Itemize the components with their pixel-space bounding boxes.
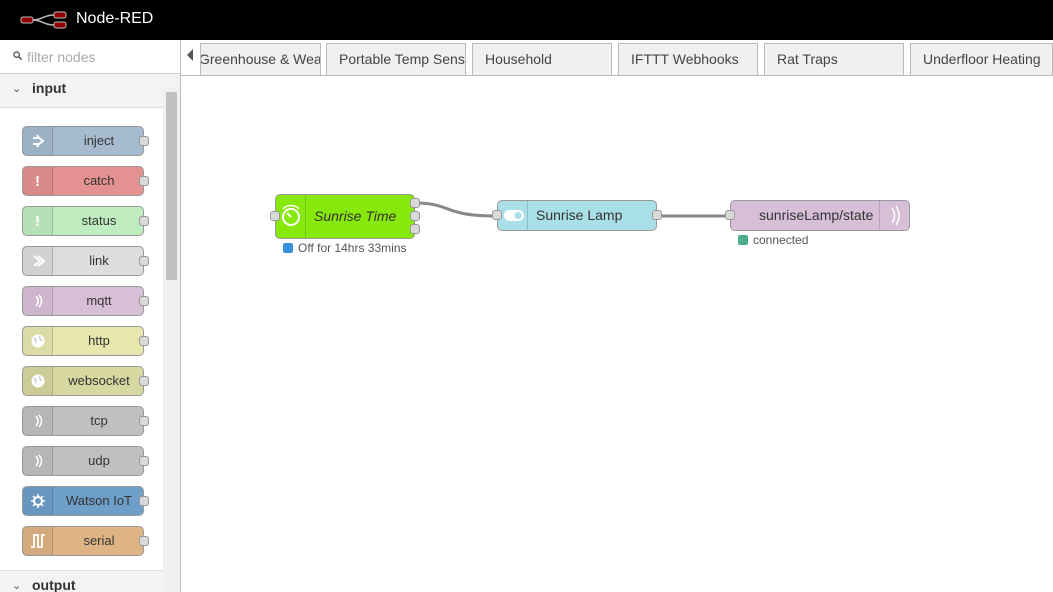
node-status-mqtt: connected bbox=[738, 233, 808, 247]
output-port-1[interactable] bbox=[410, 198, 420, 208]
palette-node-status[interactable]: ! status bbox=[22, 206, 149, 236]
output-port[interactable] bbox=[139, 376, 149, 386]
wire-layer bbox=[414, 201, 730, 218]
chip-icon bbox=[23, 487, 53, 515]
node-status-sunrise-time: Off for 14hrs 33mins bbox=[283, 241, 407, 255]
palette-node-label: udp bbox=[88, 453, 110, 468]
output-port[interactable] bbox=[139, 336, 149, 346]
palette-node-inject[interactable]: inject bbox=[22, 126, 149, 156]
app-title: Node-RED bbox=[76, 10, 154, 27]
output-port[interactable] bbox=[139, 536, 149, 546]
category-input-header[interactable]: ⌄ input bbox=[0, 74, 163, 108]
palette-node-label: inject bbox=[83, 133, 115, 148]
exclamation-icon: ! bbox=[23, 167, 53, 195]
flow-node-label: Sunrise Lamp bbox=[536, 207, 623, 223]
output-port[interactable] bbox=[139, 216, 149, 226]
filter-nodes-input[interactable] bbox=[27, 48, 172, 66]
wire-sunrise-time-to-lamp bbox=[414, 201, 498, 218]
output-port-3[interactable] bbox=[410, 224, 420, 234]
tab-household[interactable]: Household bbox=[472, 43, 612, 75]
signal-waves-icon bbox=[23, 407, 53, 435]
filter-bar bbox=[0, 40, 180, 74]
tab-underfloor-heating[interactable]: Underfloor Heating bbox=[910, 43, 1053, 75]
globe-icon bbox=[23, 367, 53, 395]
palette-node-label: http bbox=[88, 333, 110, 348]
toggle-switch-icon bbox=[498, 201, 528, 230]
scrollbar-thumb[interactable] bbox=[166, 92, 177, 280]
signal-waves-icon bbox=[879, 201, 909, 230]
flow-node-sunrise-lamp[interactable]: Sunrise Lamp bbox=[497, 200, 657, 231]
signal-waves-icon bbox=[23, 447, 53, 475]
output-port[interactable] bbox=[139, 136, 149, 146]
output-port[interactable] bbox=[139, 296, 149, 306]
palette-node-link[interactable]: link bbox=[22, 246, 149, 276]
palette-node-label: catch bbox=[83, 173, 115, 188]
inject-arrow-icon bbox=[23, 127, 53, 155]
palette-node-label: link bbox=[89, 253, 109, 268]
scroll-left-icon[interactable] bbox=[185, 48, 195, 62]
palette-node-serial[interactable]: serial bbox=[22, 526, 149, 556]
palette-scrollbar[interactable] bbox=[163, 88, 180, 592]
palette-node-label: websocket bbox=[68, 373, 130, 388]
tab-rat-traps[interactable]: Rat Traps bbox=[764, 43, 904, 75]
palette-node-label: serial bbox=[83, 533, 115, 548]
signal-waves-icon bbox=[23, 287, 53, 315]
flow-node-sunriselamp-state[interactable]: sunriseLamp/state bbox=[730, 200, 910, 231]
status-indicator bbox=[283, 243, 293, 253]
palette-node-label: mqtt bbox=[86, 293, 112, 308]
palette-node-catch[interactable]: ! catch bbox=[22, 166, 149, 196]
search-icon bbox=[13, 51, 22, 60]
flow-node-sunrise-time[interactable]: Sunrise Time bbox=[275, 194, 415, 239]
palette-node-watson-iot[interactable]: Watson IoT bbox=[22, 486, 149, 516]
category-label: output bbox=[32, 577, 76, 592]
input-port[interactable] bbox=[725, 210, 735, 220]
palette-node-udp[interactable]: udp bbox=[22, 446, 149, 476]
output-port[interactable] bbox=[139, 256, 149, 266]
tab-greenhouse-weather[interactable]: Greenhouse & Weather bbox=[200, 43, 321, 75]
palette-node-label: tcp bbox=[90, 413, 108, 428]
output-port[interactable] bbox=[139, 456, 149, 466]
workspace-tabs: Greenhouse & Weather Portable Temp Senso… bbox=[181, 40, 1053, 76]
palette-node-http[interactable]: http bbox=[22, 326, 149, 356]
chevron-down-icon: ⌄ bbox=[12, 580, 22, 592]
flow-canvas[interactable]: Sunrise Time Off for 14hrs 33mins Sunris… bbox=[182, 76, 1053, 592]
timer-icon bbox=[276, 195, 306, 238]
output-port-2[interactable] bbox=[410, 211, 420, 221]
palette-node-tcp[interactable]: tcp bbox=[22, 406, 149, 436]
palette-node-websocket[interactable]: websocket bbox=[22, 366, 149, 396]
header-bar: Node-RED bbox=[0, 0, 1053, 40]
globe-icon bbox=[23, 327, 53, 355]
exclamation-icon: ! bbox=[23, 207, 53, 235]
input-port[interactable] bbox=[492, 210, 502, 220]
tab-ifttt-webhooks[interactable]: IFTTT Webhooks bbox=[618, 43, 758, 75]
output-port[interactable] bbox=[652, 210, 662, 220]
node-red-logo-icon bbox=[20, 11, 67, 29]
flow-node-label: sunriseLamp/state bbox=[759, 207, 874, 223]
palette-node-label: status bbox=[81, 213, 117, 228]
node-palette: ⌄ input inject ! catch ! status link bbox=[0, 40, 181, 592]
flow-node-label: Sunrise Time bbox=[314, 208, 397, 224]
square-wave-icon bbox=[23, 527, 53, 555]
input-nodes-list: inject ! catch ! status link mqtt bbox=[0, 108, 163, 592]
status-indicator bbox=[738, 235, 748, 245]
category-label: input bbox=[32, 80, 67, 96]
output-port[interactable] bbox=[139, 416, 149, 426]
chevron-down-icon: ⌄ bbox=[12, 83, 22, 95]
input-port[interactable] bbox=[270, 211, 280, 221]
link-arrow-icon bbox=[23, 247, 53, 275]
category-output-header[interactable]: ⌄ output bbox=[0, 570, 163, 592]
output-port[interactable] bbox=[139, 176, 149, 186]
palette-node-mqtt[interactable]: mqtt bbox=[22, 286, 149, 316]
output-port[interactable] bbox=[139, 496, 149, 506]
palette-node-label: Watson IoT bbox=[66, 493, 132, 508]
tab-portable-temp-sensor[interactable]: Portable Temp Sensor bbox=[326, 43, 466, 75]
